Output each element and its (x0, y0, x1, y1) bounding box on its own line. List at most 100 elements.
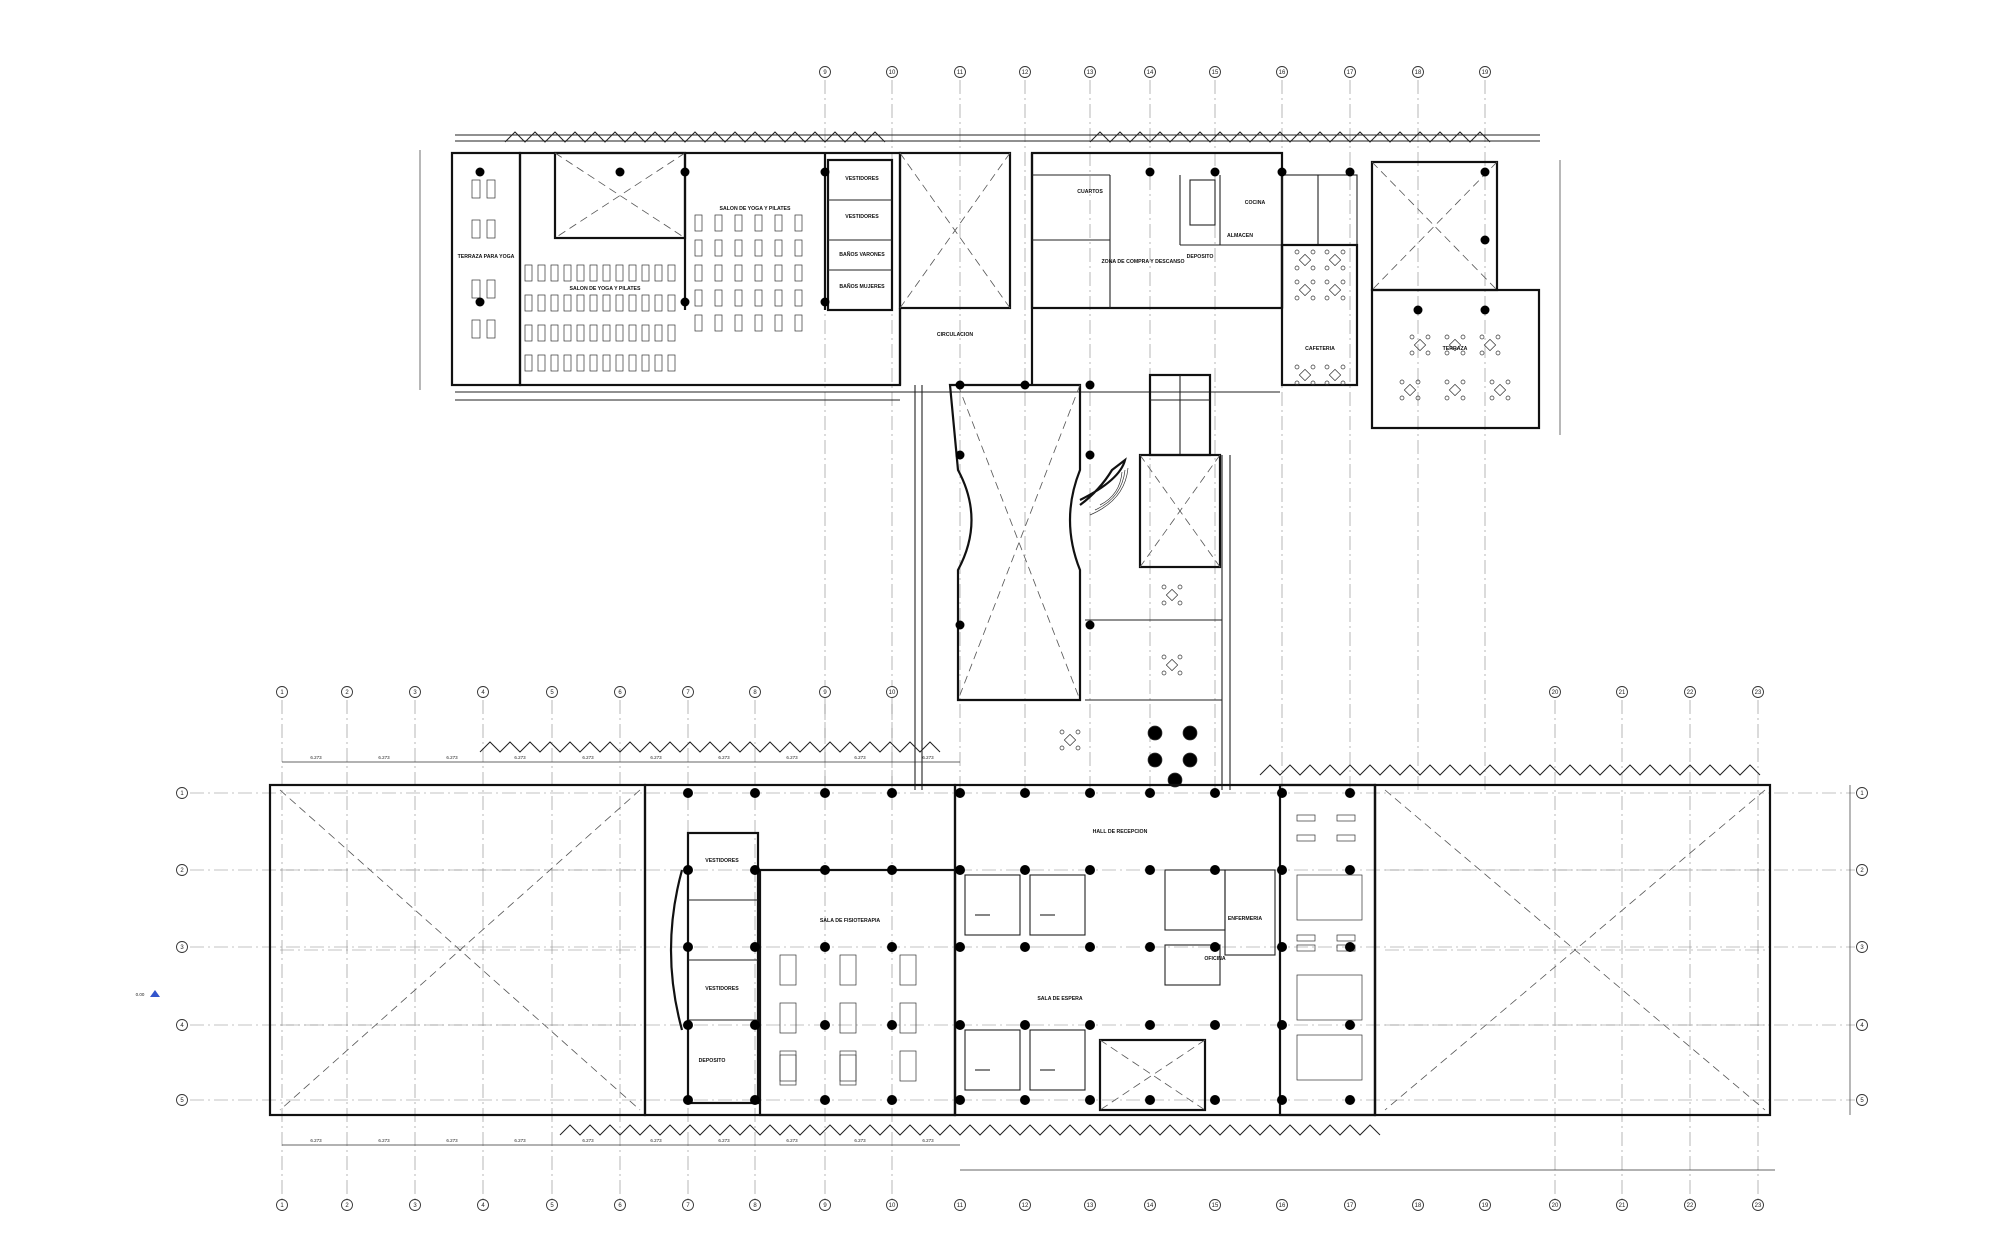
svg-text:2: 2 (1860, 868, 1864, 874)
svg-text:4: 4 (481, 1203, 485, 1209)
svg-text:7: 7 (686, 1203, 690, 1209)
label-oficina: OFICINA (1204, 956, 1226, 962)
axis-bubble-left-3: 3 (176, 941, 188, 953)
axis-bubble-bottom-2: 2 (341, 686, 353, 698)
svg-text:1: 1 (280, 690, 284, 696)
svg-text:8: 8 (753, 690, 757, 696)
dim-label-bottom-7: 6.273 (786, 1138, 798, 1143)
svg-text:10: 10 (889, 70, 896, 76)
label-hall: HALL DE RECEPCION (1093, 829, 1148, 835)
dim-label-top-3: 6.273 (514, 755, 526, 760)
svg-text:12: 12 (1022, 1203, 1029, 1209)
label-banos-varones: BAÑOS VARONES (839, 251, 885, 258)
axis-bubble-left-5: 5 (176, 1094, 188, 1106)
axis-bubble-foot-3: 3 (409, 1199, 421, 1211)
axis-bubble-foot-19: 19 (1479, 1199, 1491, 1211)
dim-label-bottom-3: 6.273 (514, 1138, 526, 1143)
axis-bubble-bottom-5: 5 (546, 686, 558, 698)
dim-label-top-2: 6.273 (446, 755, 458, 760)
dim-label-top-0: 6.273 (310, 755, 322, 760)
svg-text:5: 5 (180, 1098, 184, 1104)
dim-label-top-1: 6.273 (378, 755, 390, 760)
svg-text:6: 6 (618, 1203, 622, 1209)
axis-bubble-foot-8: 8 (749, 1199, 761, 1211)
label-sala-espera: SALA DE ESPERA (1037, 996, 1083, 1002)
svg-text:22: 22 (1687, 1203, 1694, 1209)
svg-text:3: 3 (413, 1203, 417, 1209)
svg-text:20: 20 (1552, 1203, 1559, 1209)
axis-bubble-bottom-3: 3 (409, 686, 421, 698)
axis-bubble-bottom-8: 8 (749, 686, 761, 698)
dim-label-bottom-6: 6.273 (718, 1138, 730, 1143)
label-deposito-bottom: DEPOSITO (699, 1058, 726, 1064)
axis-bubble-bottom-r-21: 21 (1616, 686, 1628, 698)
label-deposito-top: DEPOSITO (1187, 254, 1214, 260)
svg-text:10: 10 (889, 1203, 896, 1209)
svg-text:13: 13 (1087, 1203, 1094, 1209)
axis-bubble-foot-16: 16 (1276, 1199, 1288, 1211)
dim-label-top-4: 6.273 (582, 755, 594, 760)
axis-bubble-bottom-4: 4 (477, 686, 489, 698)
axis-bubble-foot-14: 14 (1144, 1199, 1156, 1211)
dim-label-top-5: 6.273 (650, 755, 662, 760)
dim-label-top-8: 6.273 (854, 755, 866, 760)
svg-text:5: 5 (550, 1203, 554, 1209)
svg-text:11: 11 (957, 1203, 964, 1209)
label-sala-comp: ZONA DE COMPRA Y DESCANSO (1101, 259, 1184, 265)
svg-text:1: 1 (180, 791, 184, 797)
svg-text:15: 15 (1212, 1203, 1219, 1209)
svg-text:22: 22 (1687, 690, 1694, 696)
svg-text:21: 21 (1619, 690, 1626, 696)
svg-text:23: 23 (1755, 690, 1762, 696)
axis-bubble-right-1: 1 (1856, 787, 1868, 799)
axis-bubble-top-13: 13 (1084, 66, 1096, 78)
label-vestidores-4: VESTIDORES (705, 986, 739, 992)
svg-text:8: 8 (753, 1203, 757, 1209)
level-mark-text: 0.00 (136, 992, 145, 997)
axis-bubble-foot-11: 11 (954, 1199, 966, 1211)
svg-text:2: 2 (180, 868, 184, 874)
svg-text:5: 5 (1860, 1098, 1864, 1104)
axis-bubble-top-12: 12 (1019, 66, 1031, 78)
svg-text:14: 14 (1147, 70, 1154, 76)
svg-text:13: 13 (1087, 70, 1094, 76)
dim-label-bottom-2: 6.273 (446, 1138, 458, 1143)
svg-text:10: 10 (889, 690, 896, 696)
label-salon-yoga-1: SALON DE YOGA Y PILATES (570, 286, 641, 292)
axis-bubble-foot-1: 1 (276, 1199, 288, 1211)
label-terraza-yoga: TERRAZA PARA YOGA (458, 254, 515, 260)
label-vestidores-2: VESTIDORES (845, 214, 879, 220)
axis-bubble-top-19: 19 (1479, 66, 1491, 78)
svg-text:19: 19 (1482, 1203, 1489, 1209)
svg-text:20: 20 (1552, 690, 1559, 696)
top-wing: TERRAZA PARA YOGA SALON DE YOGA Y PILATE… (450, 131, 1541, 569)
axis-bubble-top-9: 9 (819, 66, 831, 78)
svg-text:18: 18 (1415, 70, 1422, 76)
level-marker-icon (150, 990, 160, 997)
svg-text:3: 3 (180, 945, 184, 951)
svg-text:14: 14 (1147, 1203, 1154, 1209)
axis-bubble-top-15: 15 (1209, 66, 1221, 78)
axis-bubble-foot-15: 15 (1209, 1199, 1221, 1211)
axis-bubble-foot-6: 6 (614, 1199, 626, 1211)
axis-bubble-foot-12: 12 (1019, 1199, 1031, 1211)
svg-text:4: 4 (1860, 1023, 1864, 1029)
label-salon-yoga-2: SALON DE YOGA Y PILATES (720, 206, 791, 212)
svg-text:9: 9 (823, 70, 827, 76)
axis-bubble-foot-9: 9 (819, 1199, 831, 1211)
central-connector (914, 383, 1231, 790)
dim-label-bottom-8: 6.273 (854, 1138, 866, 1143)
axis-bubble-foot-2: 2 (341, 1199, 353, 1211)
label-almacen: ALMACEN (1227, 233, 1253, 239)
axis-bubble-foot-22: 22 (1684, 1199, 1696, 1211)
axis-bubble-foot-10: 10 (886, 1199, 898, 1211)
axis-bubble-top-14: 14 (1144, 66, 1156, 78)
axis-bubble-bottom-1: 1 (276, 686, 288, 698)
axis-bubble-top-16: 16 (1276, 66, 1288, 78)
axis-bubble-left-4: 4 (176, 1019, 188, 1031)
svg-text:3: 3 (1860, 945, 1864, 951)
svg-text:7: 7 (686, 690, 690, 696)
